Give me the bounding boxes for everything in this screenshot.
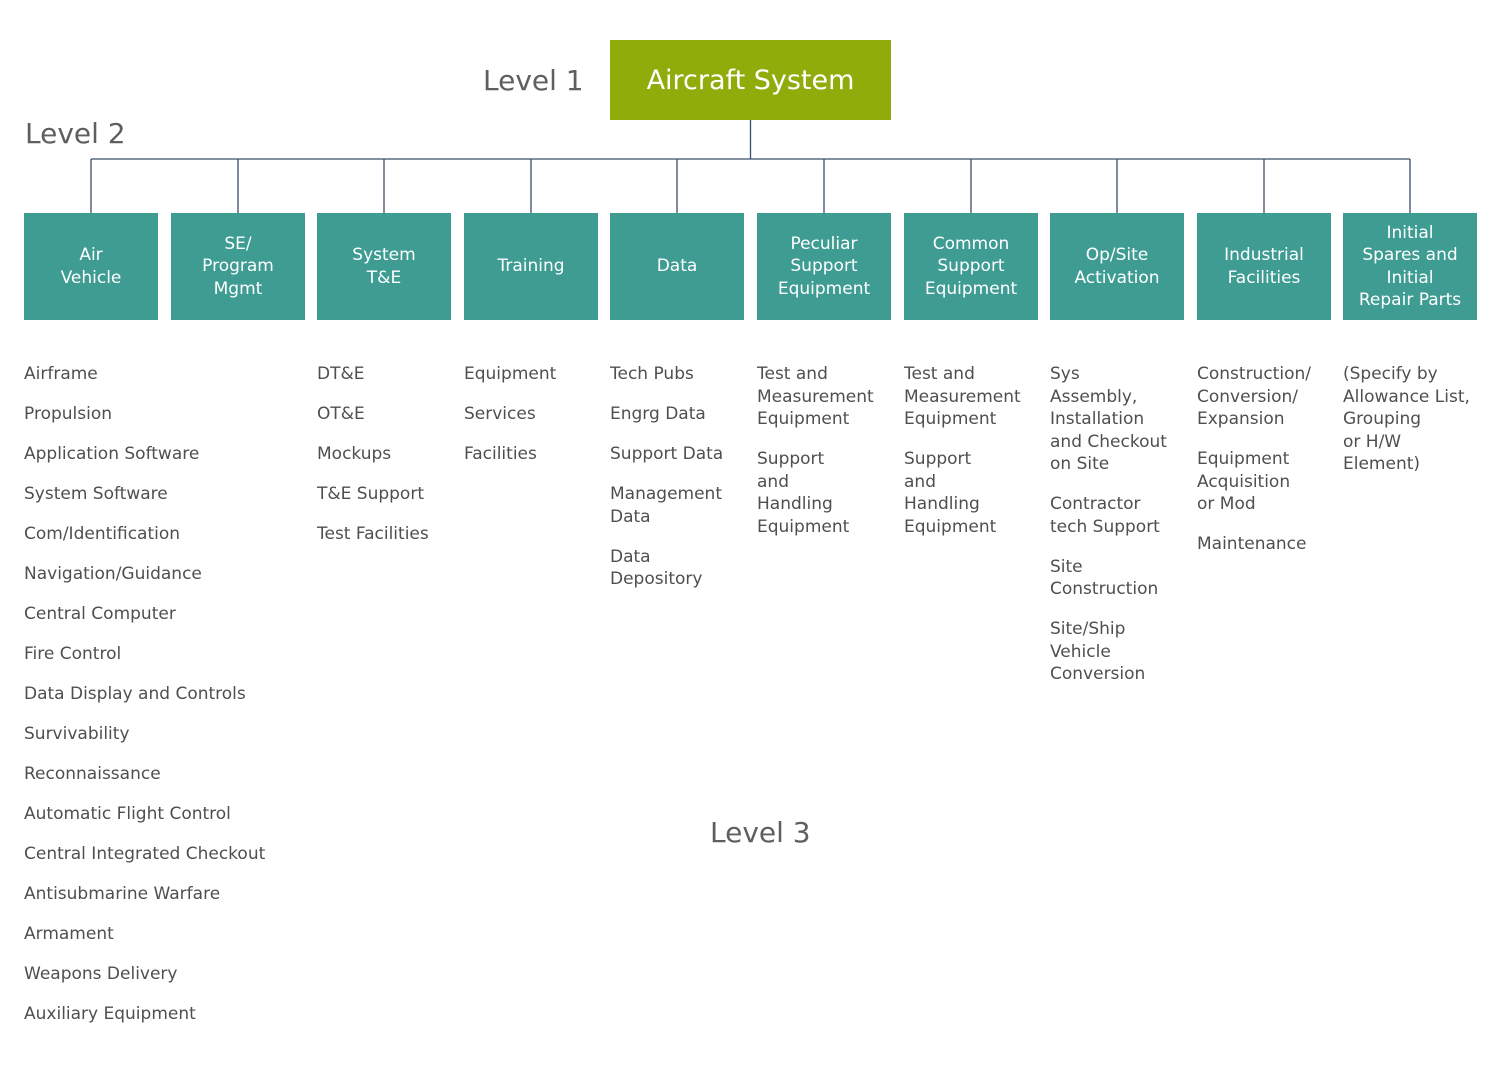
- level-3-item[interactable]: Equipment: [464, 364, 557, 384]
- level-3-item[interactable]: Application Software: [24, 444, 200, 464]
- level-3-item[interactable]: Tech Pubs: [610, 364, 694, 384]
- level-3-item[interactable]: Test Facilities: [317, 524, 429, 544]
- level-3-item[interactable]: Support and Handling Equipment: [904, 449, 997, 537]
- level-3-item[interactable]: Site/Ship Vehicle Conversion: [1050, 619, 1146, 684]
- level-3-label: Level 3: [710, 816, 811, 849]
- level-2-node-peculiar-support-equipment[interactable]: Peculiar Support Equipment: [757, 213, 891, 320]
- level-3-item[interactable]: Automatic Flight Control: [24, 804, 231, 824]
- level-3-item[interactable]: Survivability: [24, 724, 130, 744]
- level-3-item[interactable]: Armament: [24, 924, 114, 944]
- level-3-item[interactable]: Navigation/Guidance: [24, 564, 202, 584]
- root-node-aircraft-system[interactable]: Aircraft System: [610, 40, 891, 120]
- level-3-list-op-site-activation: Sys Assembly, Installation and Checkout …: [1050, 363, 1167, 703]
- level-3-item[interactable]: Airframe: [24, 364, 98, 384]
- level-3-list-initial-spares: (Specify by Allowance List, Grouping or …: [1343, 363, 1470, 493]
- level-3-item[interactable]: Contractor tech Support: [1050, 494, 1160, 537]
- level-3-item[interactable]: T&E Support: [317, 484, 424, 504]
- level-3-item[interactable]: Mockups: [317, 444, 392, 464]
- level-3-item[interactable]: Fire Control: [24, 644, 122, 664]
- level-3-item[interactable]: (Specify by Allowance List, Grouping or …: [1343, 364, 1470, 474]
- level-2-node-training[interactable]: Training: [464, 213, 598, 320]
- level-3-item[interactable]: Sys Assembly, Installation and Checkout …: [1050, 364, 1167, 474]
- level-3-item[interactable]: Maintenance: [1197, 534, 1307, 554]
- level-1-label: Level 1: [483, 64, 584, 97]
- level-3-item[interactable]: Antisubmarine Warfare: [24, 884, 221, 904]
- level-3-item[interactable]: Construction/ Conversion/ Expansion: [1197, 364, 1311, 429]
- level-3-item[interactable]: Central Integrated Checkout: [24, 844, 266, 864]
- level-2-node-op-site-activation[interactable]: Op/Site Activation: [1050, 213, 1184, 320]
- level-3-item[interactable]: Services: [464, 404, 536, 424]
- level-2-node-se-program-mgmt[interactable]: SE/ Program Mgmt: [171, 213, 305, 320]
- level-3-item[interactable]: Test and Measurement Equipment: [904, 364, 1021, 429]
- level-2-node-system-te[interactable]: System T&E: [317, 213, 451, 320]
- level-3-item[interactable]: Data Depository: [610, 546, 703, 590]
- level-3-item[interactable]: Weapons Delivery: [24, 964, 178, 984]
- level-3-item[interactable]: Site Construction: [1050, 556, 1159, 600]
- level-3-item[interactable]: Support and Handling Equipment: [757, 449, 850, 537]
- level-3-item[interactable]: Propulsion: [24, 404, 113, 424]
- level-2-node-initial-spares[interactable]: Initial Spares and Initial Repair Parts: [1343, 213, 1477, 320]
- level-3-item[interactable]: Support Data: [610, 444, 724, 464]
- level-2-node-industrial-facilities[interactable]: Industrial Facilities: [1197, 213, 1331, 320]
- level-3-item[interactable]: Engrg Data: [610, 404, 706, 424]
- level-3-item[interactable]: Com/Identification: [24, 524, 181, 544]
- level-3-item[interactable]: Reconnaissance: [24, 764, 161, 784]
- level-2-label: Level 2: [25, 117, 126, 150]
- level-3-item[interactable]: Facilities: [464, 444, 537, 464]
- level-3-item[interactable]: Management Data: [610, 484, 722, 527]
- level-3-item[interactable]: Equipment Acquisition or Mod: [1197, 449, 1291, 514]
- level-3-item[interactable]: OT&E: [317, 404, 365, 424]
- level-3-item[interactable]: Central Computer: [24, 604, 176, 624]
- level-2-node-air-vehicle[interactable]: Air Vehicle: [24, 213, 158, 320]
- level-3-item[interactable]: DT&E: [317, 364, 365, 384]
- level-3-item[interactable]: Data Display and Controls: [24, 684, 246, 704]
- level-2-node-common-support-equipment[interactable]: Common Support Equipment: [904, 213, 1038, 320]
- level-3-item[interactable]: System Software: [24, 484, 168, 504]
- level-2-node-data[interactable]: Data: [610, 213, 744, 320]
- level-3-item[interactable]: Test and Measurement Equipment: [757, 364, 874, 429]
- level-3-item[interactable]: Auxiliary Equipment: [24, 1004, 196, 1024]
